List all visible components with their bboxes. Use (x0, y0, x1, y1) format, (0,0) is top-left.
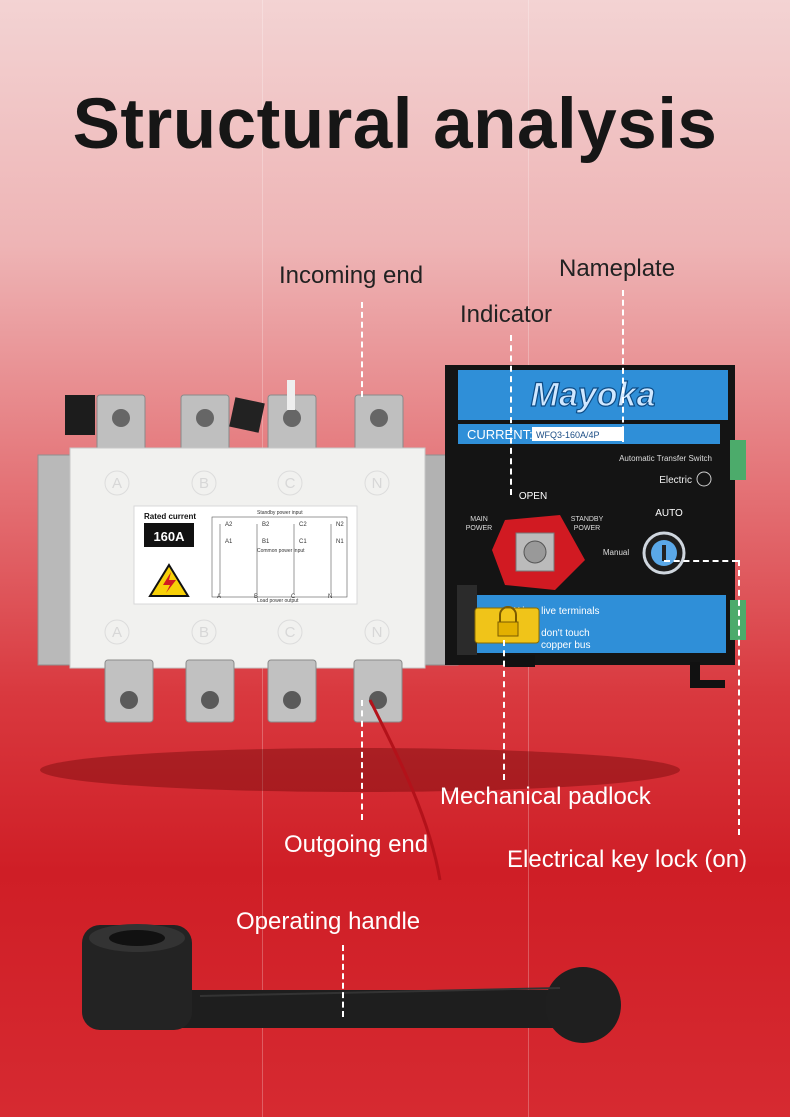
mechanical-padlock-line (503, 640, 505, 780)
callout-mechanical-padlock: Mechanical padlock (440, 783, 651, 810)
brand-logo: Mayoka (531, 376, 656, 414)
phase-letter-top-a: A (112, 475, 122, 492)
phase-letter-bottom-a: A (112, 624, 122, 641)
rated-current-value: 160A (153, 529, 185, 544)
load-power-output-text: Load power output (257, 598, 299, 604)
callout-incoming-end: Incoming end (279, 262, 424, 289)
page-title: Structural analysis (72, 85, 718, 164)
operating-handle-line (342, 945, 344, 1017)
warning-line3: copper bus (541, 640, 590, 651)
indicator-line (510, 335, 512, 495)
model-text: WFQ3-160A/4P (536, 430, 600, 440)
outgoing-end-line (361, 700, 363, 820)
terminal-n2: N2 (336, 522, 344, 528)
terminal-b: B (254, 594, 258, 600)
rated-current-label: Rated current (144, 512, 196, 521)
standby-power-line2: POWER (574, 525, 600, 532)
product-type-text: Automatic Transfer Switch (619, 454, 712, 463)
electric-text: Electric (659, 475, 692, 486)
terminal-c1: C1 (299, 539, 307, 545)
main-power-line1: MAIN (470, 516, 488, 523)
callout-outgoing-end: Outgoing end (284, 831, 429, 858)
auto-text: AUTO (655, 508, 683, 519)
terminal-n1: N1 (336, 539, 344, 545)
phase-letter-top-n: N (372, 475, 383, 492)
common-power-input-text: Common power input (257, 548, 305, 554)
callout-electrical-key-lock: Electrical key lock (on) (507, 846, 748, 873)
callout-operating-handle: Operating handle (236, 908, 421, 935)
open-text: OPEN (519, 491, 547, 502)
terminal-n: N (328, 594, 332, 600)
callout-nameplate: Nameplate (559, 255, 676, 282)
main-power-line2: POWER (466, 525, 492, 532)
terminal-a: A (217, 594, 221, 600)
phase-letter-bottom-n: N (372, 624, 383, 641)
nameplate-line (622, 290, 624, 442)
terminal-b2: B2 (262, 522, 270, 528)
terminal-b1: B1 (262, 539, 270, 545)
warning-line2: W ing, don't touch (510, 628, 590, 639)
key-lock-line-h (664, 560, 738, 562)
terminal-a2: A2 (225, 522, 233, 528)
phase-letter-top-b: B (199, 475, 209, 492)
manual-text: Manual (603, 548, 629, 557)
phase-letter-top-c: C (285, 475, 296, 492)
phase-letter-bottom-c: C (285, 624, 296, 641)
key-lock-line-v (738, 560, 740, 835)
terminal-a1: A1 (225, 539, 233, 545)
terminal-c: C (291, 594, 296, 600)
incoming-end-line (361, 302, 363, 397)
standby-power-line1: STANDBY (571, 516, 604, 523)
current-label-text: CURRENT: (467, 427, 533, 442)
operating-handle-graphic (82, 924, 621, 1043)
terminal-c2: C2 (299, 522, 307, 528)
standby-power-input-text: Standby power input (257, 510, 303, 516)
callout-indicator: Indicator (460, 301, 553, 328)
phase-letter-bottom-b: B (199, 624, 209, 641)
warning-line1: W ing, live terminals (510, 606, 599, 617)
